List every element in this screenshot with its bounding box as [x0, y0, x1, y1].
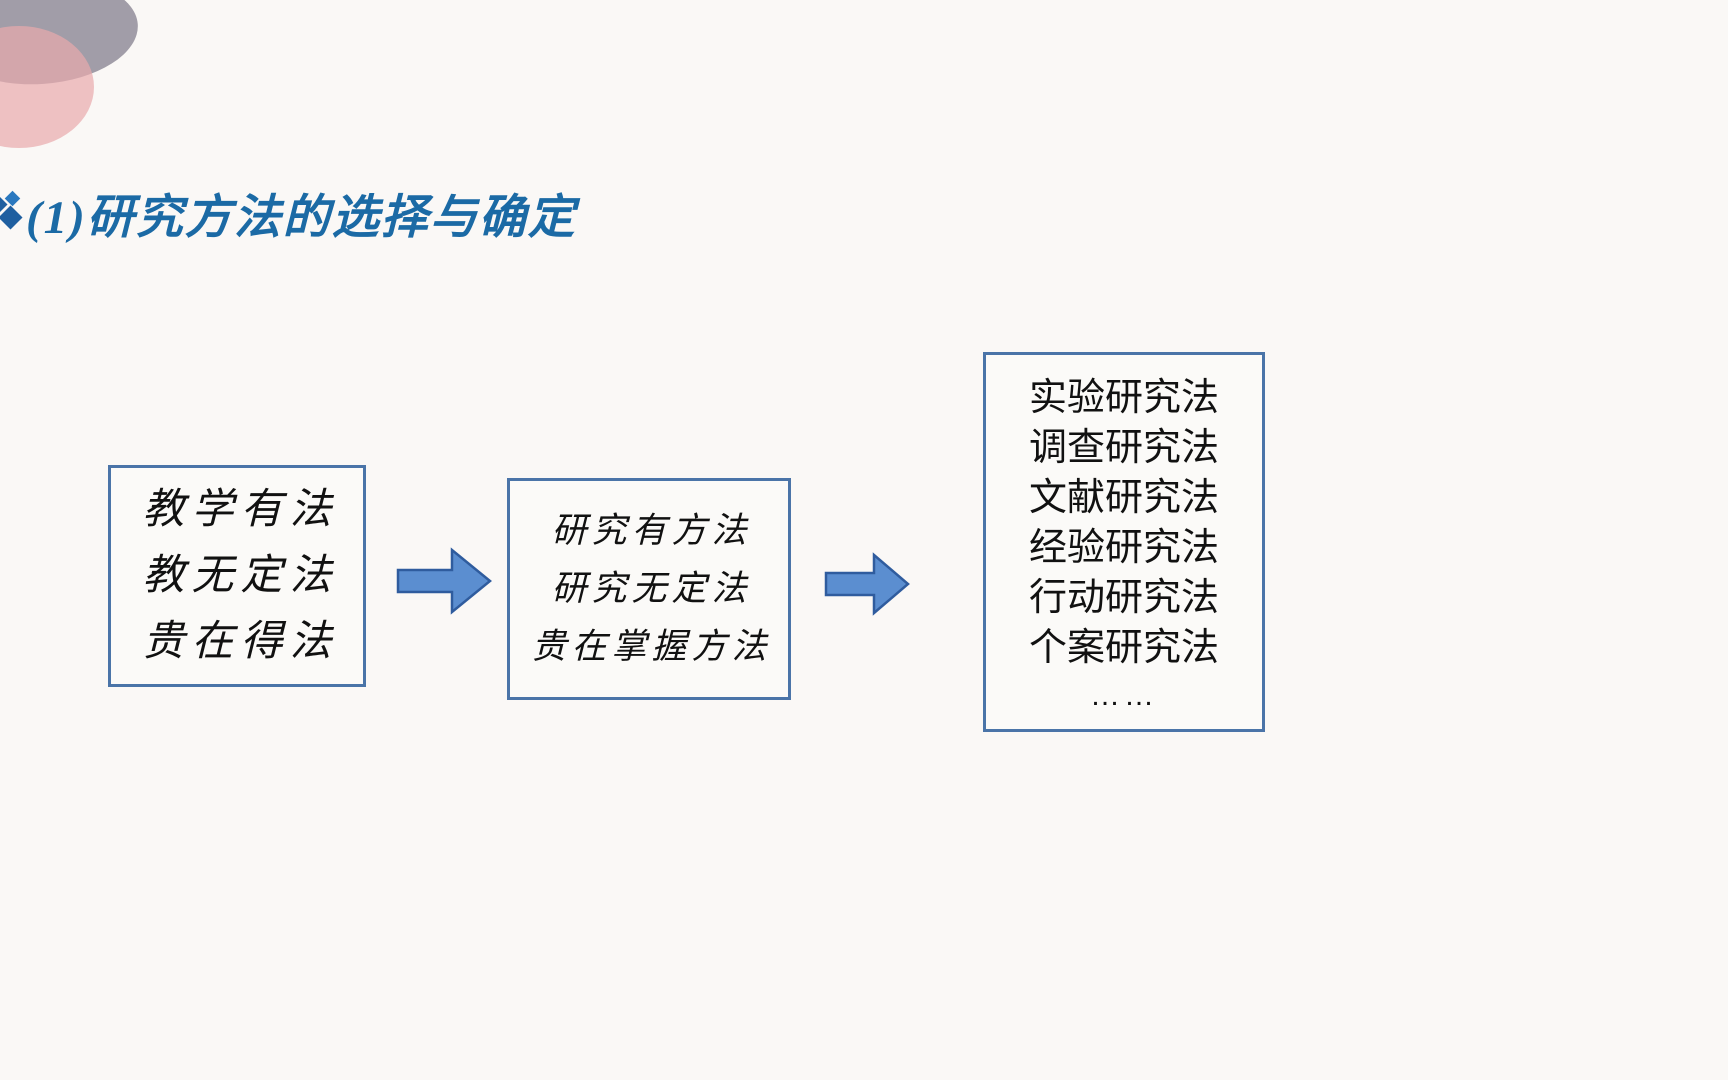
- flow-box-method-list: 实验研究法 调查研究法 文献研究法 经验研究法 行动研究法 个案研究法 ……: [983, 352, 1265, 732]
- diamond-bullet-icon: [0, 187, 26, 239]
- pink-ellipse-decoration: [0, 26, 94, 148]
- gray-ellipse-decoration: [0, 0, 142, 91]
- slide-heading: (1)研究方法的选择与确定: [0, 178, 577, 247]
- flow-box-line: 贵在得法: [142, 619, 339, 665]
- flow-box-line: 教学有法: [142, 487, 339, 533]
- flow-box-slogan-teaching: 教学有法 教无定法 贵在得法: [108, 465, 366, 687]
- method-list-item: 调查研究法: [1028, 427, 1219, 469]
- right-arrow-icon: [396, 545, 492, 617]
- method-list-item: 文献研究法: [1028, 477, 1219, 519]
- method-list-item: 实验研究法: [1028, 377, 1219, 419]
- decorative-corner-shapes: [0, 0, 260, 200]
- method-list-item: 个案研究法: [1028, 627, 1219, 669]
- flow-box-line: 贵在掌握方法: [531, 627, 772, 666]
- method-list-item: 行动研究法: [1028, 577, 1219, 619]
- method-list-item: 经验研究法: [1028, 527, 1219, 569]
- flow-box-line: 研究无定法: [551, 569, 752, 608]
- page-title: (1)研究方法的选择与确定: [26, 192, 577, 244]
- flow-box-line: 研究有方法: [551, 511, 752, 550]
- flow-box-slogan-research: 研究有方法 研究无定法 贵在掌握方法: [507, 478, 791, 700]
- right-arrow-icon: [824, 551, 910, 617]
- flow-box-line: 教无定法: [142, 553, 339, 599]
- method-list-ellipsis: ……: [1090, 679, 1158, 712]
